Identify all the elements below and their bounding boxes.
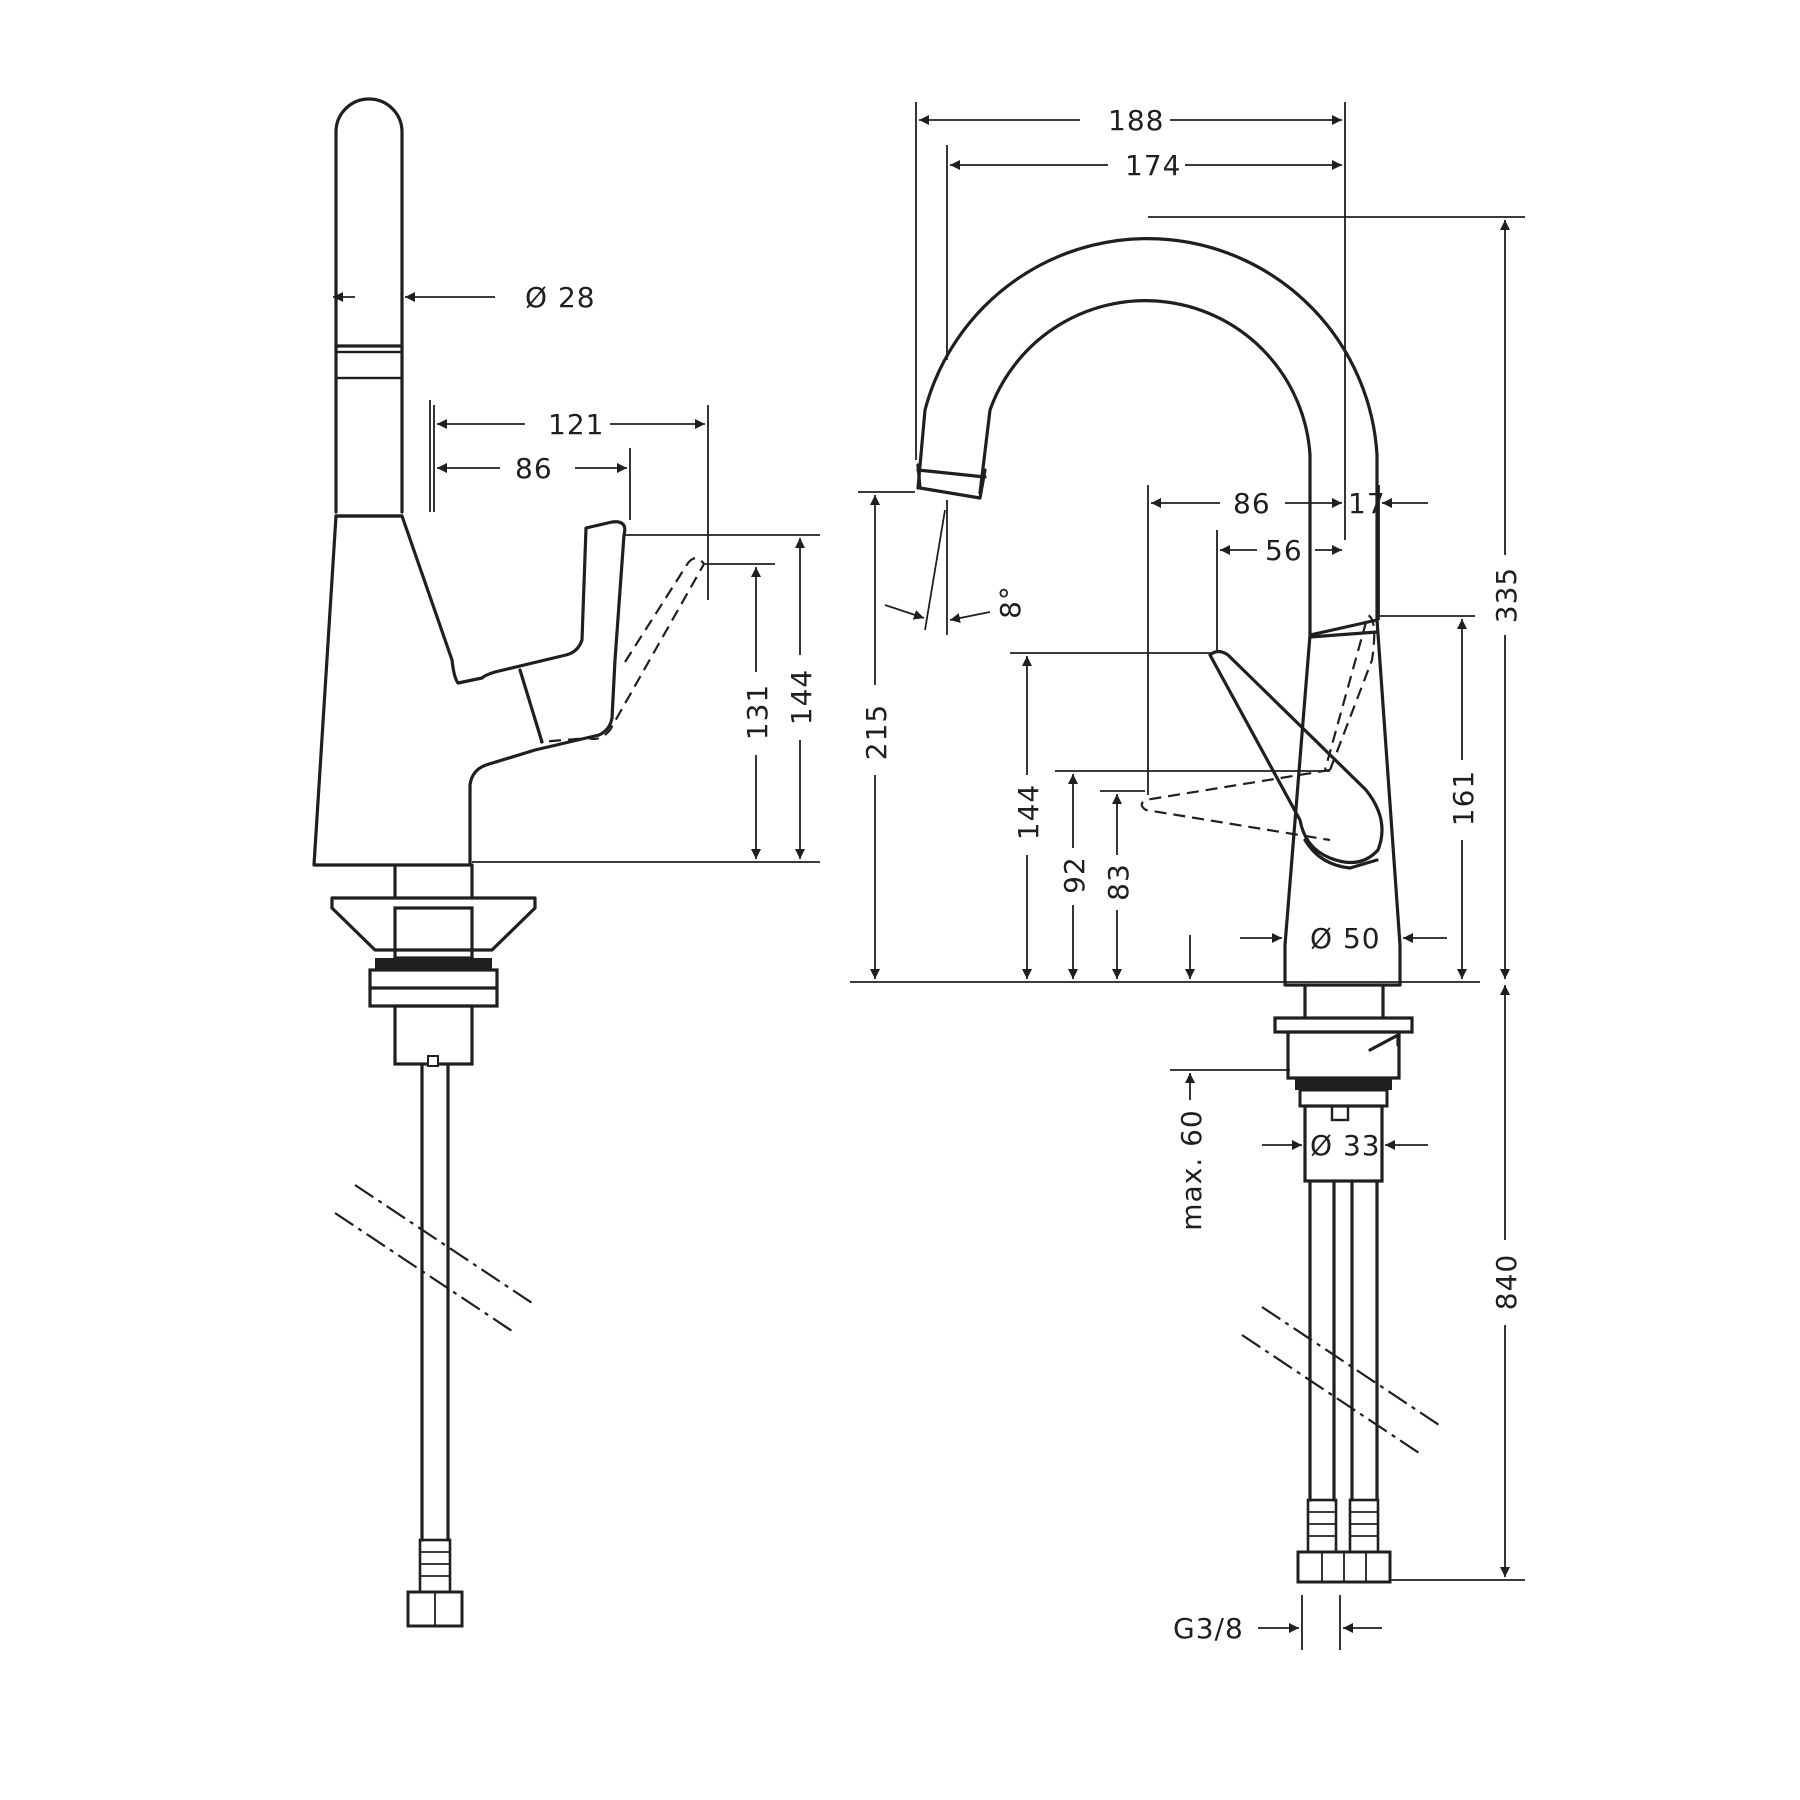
front-dim-83-label: 83	[1102, 863, 1135, 901]
front-shank-notch	[1368, 1033, 1400, 1052]
front-flange	[1273, 1016, 1414, 1034]
front-dim-d33-label: Ø 33	[1310, 1129, 1381, 1162]
front-body	[1283, 618, 1402, 987]
front-lever-base	[1303, 838, 1379, 870]
side-nut-ring	[375, 958, 492, 970]
front-dim-840-label: 840	[1490, 1254, 1523, 1310]
side-pin	[427, 1055, 439, 1067]
front-spout-outlet	[916, 463, 987, 500]
front-nut-ring	[1295, 1078, 1392, 1090]
front-dim-188-label: 188	[1108, 104, 1164, 137]
front-dim-g38-label: G3/8	[1173, 1612, 1244, 1645]
side-body	[312, 514, 627, 867]
front-dim-174-label: 174	[1125, 149, 1181, 182]
front-dim-144-label: 144	[1012, 784, 1045, 840]
side-dim-144-label: 144	[785, 669, 818, 725]
side-view: Ø 28 121 86 131 144	[312, 97, 820, 1628]
side-dim-121-label: 121	[548, 408, 604, 441]
side-flange	[330, 896, 537, 952]
side-handle-joint	[518, 668, 544, 744]
front-dim-d50-label: Ø 50	[1310, 922, 1381, 955]
front-nut	[1298, 1088, 1389, 1108]
front-view: 188 174 335 215 8° 86 17	[850, 102, 1525, 1650]
side-spout-ring	[334, 350, 404, 380]
front-dim-161-label: 161	[1447, 770, 1480, 826]
front-dim-86-label: 86	[1233, 487, 1271, 520]
side-dim-d28-label: Ø 28	[525, 281, 596, 314]
front-lever-open-dashed	[1140, 768, 1331, 842]
side-break-line-1	[354, 1184, 536, 1306]
front-spout-inner	[978, 299, 1312, 637]
front-spout-outlet-ring	[916, 468, 987, 479]
front-dim-angle-slant	[924, 509, 946, 631]
front-dim-angle-arrow-r	[949, 611, 991, 623]
front-shank-upper	[1286, 1030, 1401, 1080]
front-dim-335-label: 335	[1490, 567, 1523, 623]
side-dim-131-label: 131	[741, 684, 774, 740]
side-dim-86-label: 86	[515, 452, 553, 485]
front-pin	[1330, 1104, 1350, 1122]
front-body-top-joint	[1308, 630, 1379, 639]
side-break-line-2	[334, 1212, 516, 1334]
side-spout-tube	[334, 97, 404, 514]
front-spout-outer	[916, 237, 1379, 622]
front-lever	[1208, 649, 1384, 865]
front-break-line-2	[1241, 1334, 1423, 1456]
front-dim-angle-label: 8°	[994, 585, 1027, 619]
front-dim-215-label: 215	[860, 704, 893, 760]
front-dim-angle-arrow-l	[884, 604, 925, 620]
front-shank-lower	[1303, 1104, 1384, 1183]
side-handle-open-dashed	[539, 557, 706, 744]
front-break-line-1	[1261, 1306, 1443, 1428]
front-dim-17-label: 17	[1348, 487, 1386, 520]
front-lever-open-dashed-top	[1323, 613, 1376, 771]
side-hose-fitting	[406, 1538, 464, 1628]
front-dim-max60-label: max. 60	[1175, 1109, 1208, 1230]
front-dim-56-label: 56	[1265, 534, 1303, 567]
front-hose-fittings	[1296, 1498, 1392, 1584]
front-dim-92-label: 92	[1058, 856, 1091, 894]
